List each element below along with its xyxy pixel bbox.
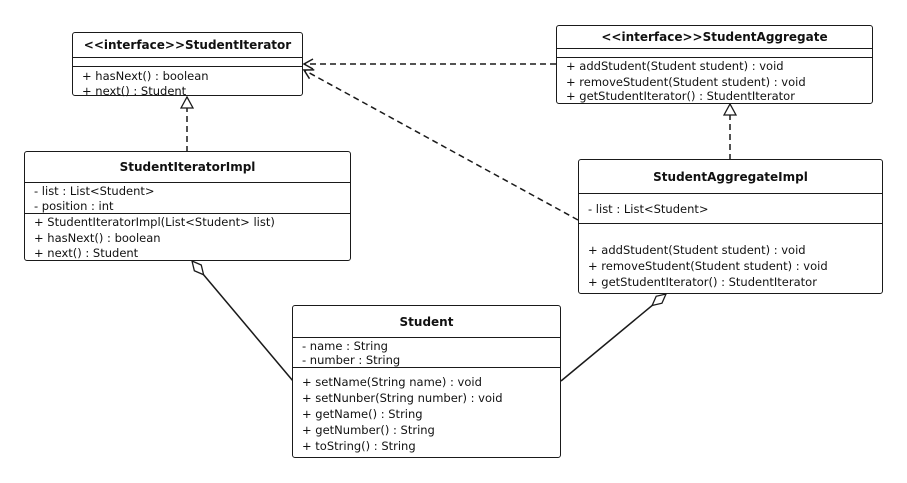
- class-student-iterator-impl: StudentIteratorImpl - list : List<Studen…: [24, 151, 351, 261]
- methods-section: + StudentIteratorImpl(List<Student> list…: [25, 214, 350, 260]
- method: + removeStudent(Student student) : void: [566, 75, 806, 89]
- method: + getStudentIterator() : StudentIterator: [588, 275, 817, 289]
- class-name: StudentIteratorImpl: [25, 152, 350, 183]
- attribute: - list : List<Student>: [34, 184, 155, 198]
- attribute: - list : List<Student>: [588, 201, 709, 216]
- attribute: - number : String: [302, 353, 401, 367]
- methods-section: + addStudent(Student student) : void + r…: [579, 224, 882, 290]
- class-name: <<interface>>StudentIterator: [73, 33, 302, 58]
- attributes-section: - name : String - number : String: [293, 338, 560, 368]
- aggregation-iterator-impl-student: [192, 261, 294, 382]
- aggregation-aggregate-impl-student: [560, 294, 666, 382]
- method: + hasNext() : boolean: [82, 69, 209, 83]
- method: + StudentIteratorImpl(List<Student> list…: [34, 215, 275, 229]
- method: + getNumber() : String: [302, 423, 435, 437]
- attributes-section: - list : List<Student> - position : int: [25, 183, 350, 214]
- class-name: <<interface>>StudentAggregate: [557, 26, 872, 49]
- attribute: - position : int: [34, 199, 114, 213]
- method: + getName() : String: [302, 407, 423, 421]
- attribute: - name : String: [302, 339, 388, 353]
- methods-section: + hasNext() : boolean + next() : Student: [73, 67, 302, 98]
- method: + next() : Student: [82, 84, 187, 98]
- method: + next() : Student: [34, 246, 139, 260]
- methods-section: + addStudent(Student student) : void + r…: [557, 58, 872, 103]
- method: + removeStudent(Student student) : void: [588, 259, 828, 273]
- method: + addStudent(Student student) : void: [588, 243, 806, 257]
- class-name: Student: [293, 306, 560, 338]
- class-student-aggregate: <<interface>>StudentAggregate + addStude…: [556, 25, 873, 104]
- method: + setNunber(String number) : void: [302, 391, 503, 405]
- class-student-aggregate-impl: StudentAggregateImpl - list : List<Stude…: [578, 159, 883, 294]
- attributes-section: [73, 58, 302, 67]
- method: + toString() : String: [302, 439, 416, 453]
- dependency-aggregate-impl-to-iterator: [302, 69, 579, 221]
- method: + getStudentIterator() : StudentIterator: [566, 89, 795, 103]
- method: + hasNext() : boolean: [34, 231, 161, 245]
- class-name: StudentAggregateImpl: [579, 160, 882, 194]
- attributes-section: - list : List<Student>: [579, 194, 882, 224]
- method: + addStudent(Student student) : void: [566, 59, 784, 73]
- attributes-section: [557, 49, 872, 58]
- class-student: Student - name : String - number : Strin…: [292, 305, 561, 458]
- method: + setName(String name) : void: [302, 375, 482, 389]
- class-student-iterator: <<interface>>StudentIterator + hasNext()…: [72, 32, 303, 98]
- methods-section: + setName(String name) : void + setNunbe…: [293, 368, 560, 454]
